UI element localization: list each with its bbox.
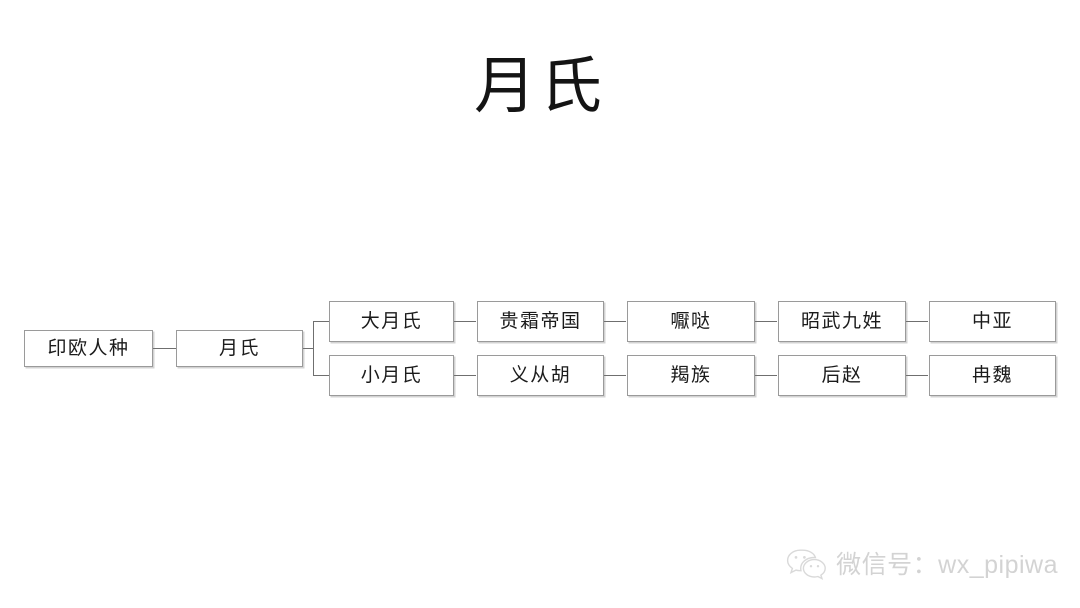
- node-root-label: 印欧人种: [47, 338, 130, 359]
- node-hephthalite-label: 嚈哒: [670, 311, 712, 332]
- connector-upper-3: [755, 321, 777, 322]
- wechat-icon: [787, 549, 827, 580]
- connector-lower-1: [454, 375, 476, 376]
- node-zhaowu-label: 昭武九姓: [800, 311, 883, 332]
- node-central-asia[interactable]: 中亚: [929, 301, 1056, 342]
- node-ran-wei[interactable]: 冉魏: [929, 355, 1056, 396]
- connector-lower-2: [604, 375, 626, 376]
- connector-lower-4: [906, 375, 928, 376]
- node-kushan-label: 贵霜帝国: [499, 311, 582, 332]
- node-kushan[interactable]: 贵霜帝国: [477, 301, 604, 342]
- node-jie-label: 羯族: [670, 365, 712, 386]
- node-stem[interactable]: 月氏: [176, 330, 303, 367]
- node-hephthalite[interactable]: 嚈哒: [627, 301, 755, 342]
- connector-upper-4: [906, 321, 928, 322]
- connector-split-vertical: [313, 321, 314, 375]
- node-central-asia-label: 中亚: [971, 311, 1013, 332]
- node-root[interactable]: 印欧人种: [24, 330, 153, 367]
- connector-split-to-lower: [313, 375, 330, 376]
- node-yicong-hu[interactable]: 义从胡: [477, 355, 604, 396]
- connector-upper-2: [604, 321, 626, 322]
- node-jie[interactable]: 羯族: [627, 355, 755, 396]
- node-da-yuezhi[interactable]: 大月氏: [329, 301, 454, 342]
- node-later-zhao[interactable]: 后赵: [778, 355, 906, 396]
- node-xiao-yuezhi[interactable]: 小月氏: [329, 355, 454, 396]
- node-xiao-yuezhi-label: 小月氏: [360, 365, 423, 386]
- connector-upper-1: [454, 321, 476, 322]
- watermark: 微信号：wx_pipiwa: [785, 548, 1058, 582]
- watermark-text: 微信号：wx_pipiwa: [836, 550, 1058, 579]
- connector-root-to-stem: [153, 348, 176, 349]
- connector-stem-to-split: [303, 348, 314, 349]
- node-yicong-hu-label: 义从胡: [509, 365, 572, 386]
- connector-lower-3: [755, 375, 777, 376]
- node-later-zhao-label: 后赵: [821, 365, 863, 386]
- node-da-yuezhi-label: 大月氏: [360, 311, 423, 332]
- node-stem-label: 月氏: [218, 338, 260, 359]
- connector-split-to-upper: [313, 321, 330, 322]
- node-zhaowu[interactable]: 昭武九姓: [778, 301, 906, 342]
- node-ran-wei-label: 冉魏: [971, 365, 1013, 386]
- page-title: 月氏: [473, 52, 606, 121]
